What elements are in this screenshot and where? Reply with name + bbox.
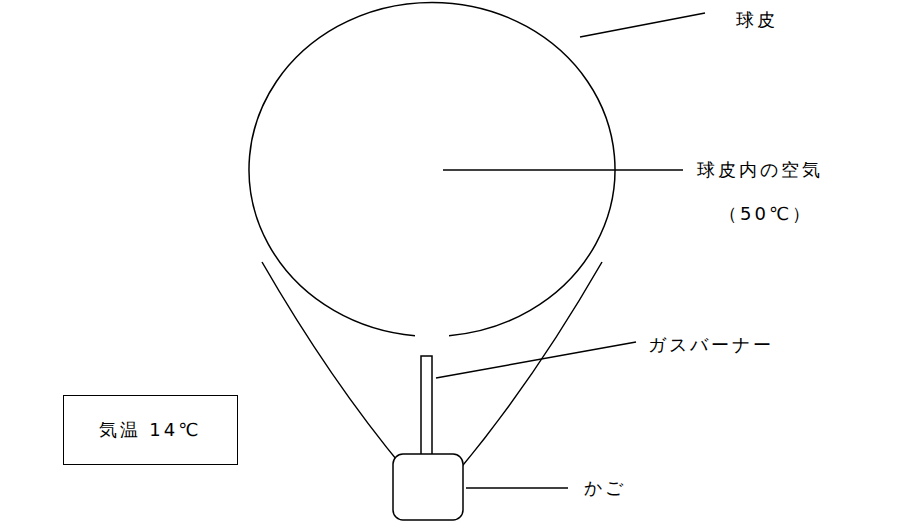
rope [459,262,602,470]
part-label: 球皮内の空気 [697,159,823,181]
balloon-envelope [249,2,615,335]
leader-line [436,342,636,378]
part-label: ガスバーナー [648,334,774,356]
part-label: かご [584,477,626,499]
leader-line [443,169,683,171]
gas-burner [421,356,432,456]
rope [262,262,405,470]
temperature-box: 気温 14℃ [63,395,238,465]
basket [393,454,463,520]
temperature-label: （50℃） [719,203,813,225]
temperature-text: 気温 14℃ [99,419,202,441]
leader-line [580,13,705,37]
part-label: 球皮 [736,9,778,31]
leader-line [466,487,568,489]
